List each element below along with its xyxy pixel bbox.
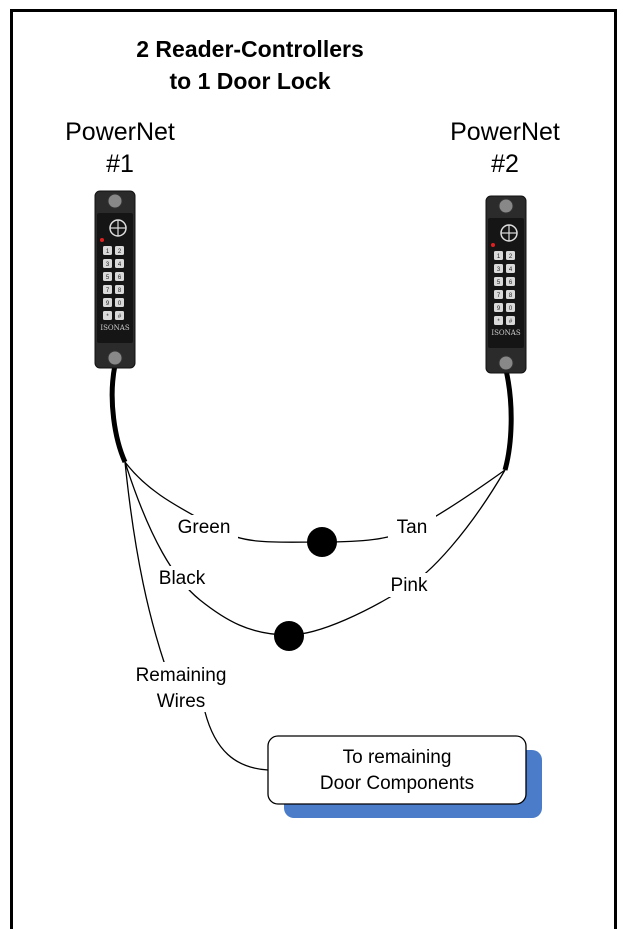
remaining-label-bg — [123, 662, 239, 712]
reader-2-device: 1 2 3 4 5 6 7 8 9 0 * # ISONAS — [485, 195, 527, 374]
reader-2-key — [494, 303, 503, 312]
reader-2-key — [494, 264, 503, 273]
door-box-line1: To remaining — [343, 747, 452, 768]
reader-2-led — [491, 243, 495, 247]
diagram-title-line1: 2 Reader-Controllers — [136, 36, 364, 62]
reader-1-key-label: 7 — [106, 288, 110, 294]
reader-2-key — [494, 251, 503, 260]
reader-2-screw-top — [498, 198, 514, 214]
reader-1-key — [103, 285, 112, 294]
pink-label-bg — [384, 573, 434, 597]
tan-label: Tan — [397, 517, 428, 538]
reader-1-key — [115, 311, 124, 320]
reader-1-key-label: 2 — [118, 249, 122, 255]
reader-1-key — [115, 246, 124, 255]
reader-1-key — [115, 298, 124, 307]
reader-2-key — [506, 316, 515, 325]
reader-2-key — [494, 290, 503, 299]
reader-1-key — [115, 272, 124, 281]
reader-2-key — [506, 303, 515, 312]
reader-1-number: #1 — [106, 150, 134, 178]
reader-2-name: PowerNet — [450, 118, 560, 146]
reader-2-key-label: 1 — [497, 254, 501, 260]
reader-2-screw-bottom — [498, 355, 514, 371]
reader-2-key-label: * — [497, 319, 500, 325]
reader-1-key-label: 4 — [118, 262, 122, 268]
reader-1-key — [103, 272, 112, 281]
reader-2-key — [494, 277, 503, 286]
splice-green-tan — [307, 527, 337, 557]
reader-1-key-label: 3 — [106, 262, 110, 268]
reader-2-key-label: 3 — [497, 267, 501, 273]
diagram-title-line2: to 1 Door Lock — [169, 68, 331, 94]
door-box — [267, 735, 527, 805]
black-label: Black — [159, 568, 206, 589]
remaining-wires-lower — [204, 711, 269, 771]
reader-2-key — [506, 264, 515, 273]
black-wire — [124, 461, 290, 636]
reader-2-brand: ISONAS — [491, 329, 520, 337]
door-box-line2: Door Components — [320, 773, 474, 794]
reader-1-screw-bottom — [107, 350, 123, 366]
reader-2-key-label: 0 — [509, 306, 513, 312]
remaining-wires-upper — [124, 461, 166, 666]
tan-label-bg — [388, 515, 436, 539]
reader-1-key-label: 1 — [106, 249, 110, 255]
reader-2-key — [494, 316, 503, 325]
green-label-bg — [170, 515, 238, 539]
black-label-bg — [150, 566, 214, 590]
diagram-frame — [10, 9, 617, 929]
reader-2-key-label: 4 — [509, 267, 513, 273]
reader-1-key — [103, 246, 112, 255]
reader-2-keypad: 1 2 3 4 5 6 7 8 9 0 * # — [494, 251, 515, 325]
reader-2-key-label: 8 — [509, 293, 513, 299]
reader-1-key-label: 0 — [118, 301, 122, 307]
reader-1-key — [103, 298, 112, 307]
reader-2-key-label: 2 — [509, 254, 513, 260]
reader-1-key-label: * — [106, 314, 109, 320]
green-label: Green — [178, 517, 231, 538]
reader-1-cable — [109, 364, 128, 464]
reader-2-cable — [502, 369, 514, 471]
reader-1-key-label: 8 — [118, 288, 122, 294]
remaining-label-line1: Remaining — [136, 665, 227, 686]
reader-1-key — [115, 259, 124, 268]
reader-1-key — [103, 259, 112, 268]
reader-2-key-label: 7 — [497, 293, 501, 299]
reader-2-number: #2 — [491, 150, 519, 178]
reader-1-screw-top — [107, 193, 123, 209]
reader-2-key — [506, 277, 515, 286]
reader-2-key-label: 9 — [497, 306, 501, 312]
reader-1-key-label: 6 — [118, 275, 122, 281]
reader-1-key — [103, 311, 112, 320]
splice-black-pink — [274, 621, 304, 651]
reader-2-key-label: 5 — [497, 280, 501, 286]
reader-1-device: 1 2 3 4 5 6 7 8 9 0 * # ISONAS — [94, 190, 136, 369]
remaining-label-line2: Wires — [157, 691, 206, 712]
reader-1-name: PowerNet — [65, 118, 175, 146]
reader-1-led — [100, 238, 104, 242]
pink-label: Pink — [391, 575, 428, 596]
reader-1-key-label: 5 — [106, 275, 110, 281]
reader-1-keypad: 1 2 3 4 5 6 7 8 9 0 * # — [103, 246, 124, 320]
reader-2-key-label: 6 — [509, 280, 513, 286]
reader-2-key — [506, 251, 515, 260]
reader-1-key-label: # — [118, 314, 122, 320]
reader-1-brand: ISONAS — [100, 324, 129, 332]
reader-1-key — [115, 285, 124, 294]
reader-2-key-label: # — [509, 319, 513, 325]
reader-2-key — [506, 290, 515, 299]
reader-1-key-label: 9 — [106, 301, 110, 307]
